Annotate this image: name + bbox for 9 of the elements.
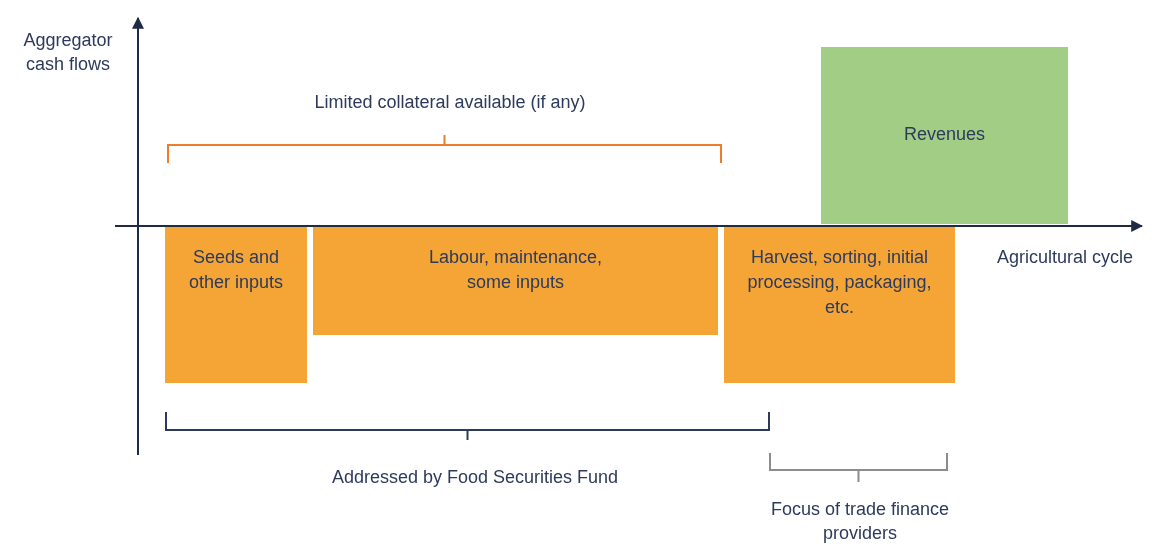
- axis-label: Agricultural cycle: [995, 246, 1134, 269]
- bracket-label: Limited collateral available (if any): [313, 91, 587, 114]
- axis-label: Aggregator cash flows: [22, 29, 114, 76]
- cost-bar: Seeds and other inputs: [165, 227, 307, 383]
- cost-bar: Labour, maintenance, some inputs: [313, 227, 718, 335]
- revenue-bar: Revenues: [821, 47, 1068, 224]
- bracket-label: Focus of trade finance providers: [770, 498, 950, 545]
- cost-bar: Harvest, sorting, initial processing, packaging, etc.: [724, 227, 955, 383]
- bracket-label: Addressed by Food Securities Fund: [330, 466, 620, 489]
